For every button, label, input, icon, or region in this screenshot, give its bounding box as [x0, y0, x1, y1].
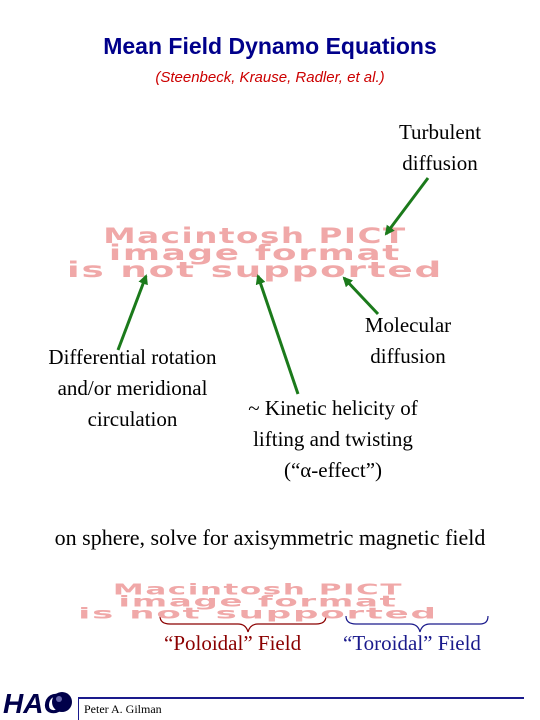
pict-line-2: image format [118, 592, 398, 610]
arrow-turbulent-diffusion [384, 177, 430, 236]
arrow-kinetic-helicity [255, 274, 300, 395]
pict-line-1: Macintosh PICT [112, 580, 404, 598]
pict-line-3: is not supported [66, 258, 444, 282]
kinetic-helicity-line-3: (“α-effect”) [283, 458, 383, 482]
slide-subtitle: (Steenbeck, Krause, Radler, et al.) [155, 69, 385, 86]
footer-rule [78, 697, 524, 699]
poloidal-field-label: “Poloidal” Field [164, 631, 302, 655]
turbulent-diffusion-label: Turbulent diffusion [380, 117, 500, 179]
sphere-statement: on sphere, solve for axisymmetric magnet… [54, 525, 486, 550]
pict-line-3: is not supported [78, 604, 438, 622]
pict-line-1: Macintosh PICT [103, 224, 407, 248]
molecular-diffusion-label: Molecular diffusion [348, 310, 468, 372]
pict-line-2: image format [108, 241, 402, 265]
footer-divider [78, 697, 79, 720]
differential-rotation-label: Differential rotation and/or meridional … [20, 342, 245, 435]
differential-rotation-line-1: Differential rotation [48, 345, 217, 369]
turbulent-diffusion-line-1: Turbulent [398, 120, 482, 144]
poloidal-bracket [159, 615, 327, 633]
toroidal-field-label: “Toroidal” Field [343, 631, 481, 655]
kinetic-helicity-label: ~ Kinetic helicity of lifting and twisti… [218, 393, 448, 486]
turbulent-diffusion-line-2: diffusion [402, 151, 478, 175]
footer-author: Peter A. Gilman [84, 702, 162, 716]
kinetic-helicity-line-1: ~ Kinetic helicity of [248, 396, 418, 420]
molecular-diffusion-line-1: Molecular [364, 313, 452, 337]
arrow-molecular-diffusion [342, 276, 380, 316]
arrow-differential-rotation [116, 274, 148, 351]
pict-placeholder-top: Macintosh PICT image format is not suppo… [32, 226, 478, 281]
molecular-diffusion-line-2: diffusion [370, 344, 446, 368]
hao-logo: HAO [0, 684, 78, 720]
differential-rotation-line-3: circulation [87, 407, 178, 431]
differential-rotation-line-2: and/or meridional [57, 376, 208, 400]
pict-placeholder-bottom: Macintosh PICT image format is not suppo… [32, 582, 484, 621]
kinetic-helicity-line-2: lifting and twisting [253, 427, 413, 451]
toroidal-bracket [345, 615, 489, 633]
slide-title: Mean Field Dynamo Equations [103, 33, 437, 59]
